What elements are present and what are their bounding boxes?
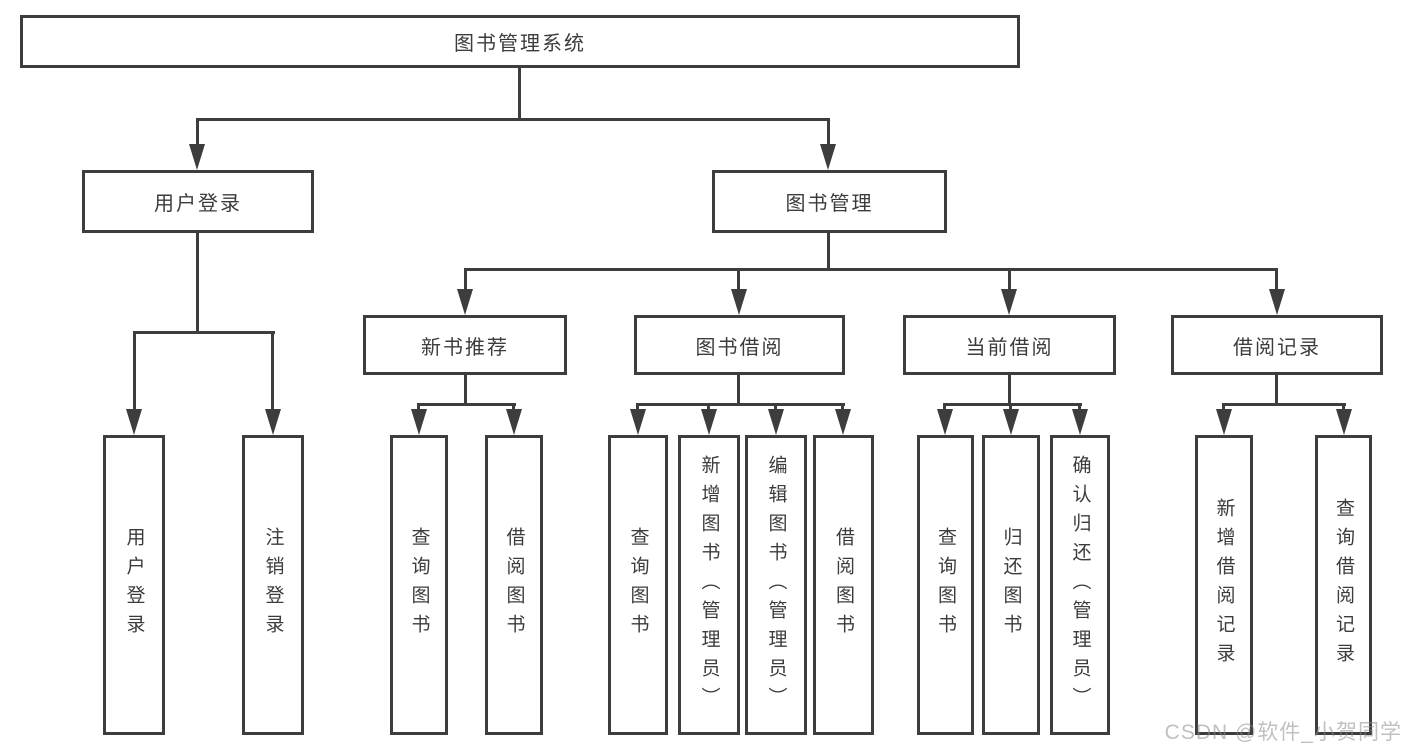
connector-drop (1009, 403, 1012, 411)
node-edit-books-admin: 编辑图书（管理员） (745, 435, 807, 735)
node-label: 新增借阅记录 (1213, 498, 1235, 672)
node-new-book-recommendation: 新书推荐 (363, 315, 567, 375)
node-label: 当前借阅 (965, 336, 1054, 359)
arrow-down-icon (701, 409, 717, 435)
connector-drop (774, 403, 777, 411)
node-label: 归还图书 (1000, 527, 1022, 643)
node-query-books-2: 查询图书 (608, 435, 668, 735)
node-user-login-leaf: 用户登录 (103, 435, 165, 735)
node-book-borrowing: 图书借阅 (634, 315, 845, 375)
arrow-down-icon (189, 144, 205, 170)
arrow-down-icon (1001, 289, 1017, 315)
connector-drop (1342, 403, 1345, 411)
connector-bar (636, 403, 845, 406)
arrow-down-icon (937, 409, 953, 435)
connector-drop (943, 403, 946, 411)
node-label: 确认归还（管理员） (1069, 454, 1091, 716)
node-user-login: 用户登录 (82, 170, 314, 233)
node-label: 查询图书 (935, 527, 956, 643)
connector-bar (1222, 403, 1346, 406)
node-label: 借阅图书 (503, 527, 525, 643)
node-label: 新书推荐 (421, 336, 509, 359)
arrow-down-icon (1269, 289, 1285, 315)
arrow-down-icon (1216, 409, 1232, 435)
connector-bar (464, 268, 1278, 271)
connector-drop (417, 403, 420, 411)
arrow-down-icon (265, 409, 281, 435)
connector-drop (1222, 403, 1225, 411)
node-add-books-admin: 新增图书（管理员） (678, 435, 740, 735)
connector-stem (464, 375, 467, 405)
node-logout: 注销登录 (242, 435, 304, 735)
connector-drop (464, 268, 467, 291)
arrow-down-icon (411, 409, 427, 435)
node-label: 图书借阅 (695, 336, 784, 359)
node-borrowing-records: 借阅记录 (1171, 315, 1383, 375)
connector-drop (1078, 403, 1081, 411)
node-label: 图书管理系统 (454, 33, 586, 55)
node-label: 用户登录 (123, 527, 145, 643)
node-book-management: 图书管理 (712, 170, 947, 233)
node-current-borrowing: 当前借阅 (903, 315, 1116, 375)
arrow-down-icon (731, 289, 747, 315)
connector-bar (417, 403, 516, 406)
connector-drop (841, 403, 844, 411)
node-label: 编辑图书（管理员） (765, 454, 787, 716)
connector-stem (196, 233, 199, 333)
connector-drop (1275, 268, 1278, 291)
arrow-down-icon (506, 409, 522, 435)
watermark: CSDN @软件_小贺同学 (1164, 721, 1402, 744)
node-label: 查询图书 (408, 527, 430, 643)
node-confirm-return-admin: 确认归还（管理员） (1050, 435, 1110, 735)
connector-drop (196, 118, 199, 146)
connector-drop (707, 403, 710, 411)
node-query-books: 查询图书 (390, 435, 448, 735)
connector-drop (737, 268, 740, 291)
node-library-management-system: 图书管理系统 (20, 15, 1020, 68)
node-label: 查询借阅记录 (1333, 498, 1354, 672)
connector-bar (943, 403, 1082, 406)
node-borrow-books: 借阅图书 (485, 435, 543, 735)
node-return-books: 归还图书 (982, 435, 1040, 735)
node-label: 借阅记录 (1233, 336, 1321, 359)
node-label: 用户登录 (154, 193, 242, 215)
node-label: 注销登录 (262, 527, 284, 643)
node-query-books-3: 查询图书 (917, 435, 974, 735)
arrow-down-icon (1072, 409, 1088, 435)
arrow-down-icon (1003, 409, 1019, 435)
connector-stem (737, 375, 740, 405)
arrow-down-icon (835, 409, 851, 435)
connector-drop (271, 331, 274, 409)
arrow-down-icon (457, 289, 473, 315)
connector-drop (827, 118, 830, 146)
node-add-borrow-record: 新增借阅记录 (1195, 435, 1253, 735)
node-label: 借阅图书 (833, 527, 854, 643)
connector-root-bar (196, 118, 830, 121)
connector-bar (133, 331, 275, 334)
arrow-down-icon (768, 409, 784, 435)
arrow-down-icon (126, 409, 142, 435)
arrow-down-icon (630, 409, 646, 435)
node-query-borrow-record: 查询借阅记录 (1315, 435, 1372, 735)
connector-stem (1008, 375, 1011, 405)
connector-drop (636, 403, 639, 411)
node-label: 新增图书（管理员） (698, 454, 720, 716)
connector-root-stem (518, 68, 521, 120)
connector-drop (1008, 268, 1011, 291)
connector-stem (1275, 375, 1278, 405)
node-label: 图书管理 (785, 193, 874, 215)
arrow-down-icon (1336, 409, 1352, 435)
connector-stem (827, 233, 830, 270)
connector-drop (512, 403, 515, 411)
node-label: 查询图书 (627, 527, 649, 643)
arrow-down-icon (820, 144, 836, 170)
node-borrow-books-2: 借阅图书 (813, 435, 874, 735)
connector-drop (133, 331, 136, 409)
